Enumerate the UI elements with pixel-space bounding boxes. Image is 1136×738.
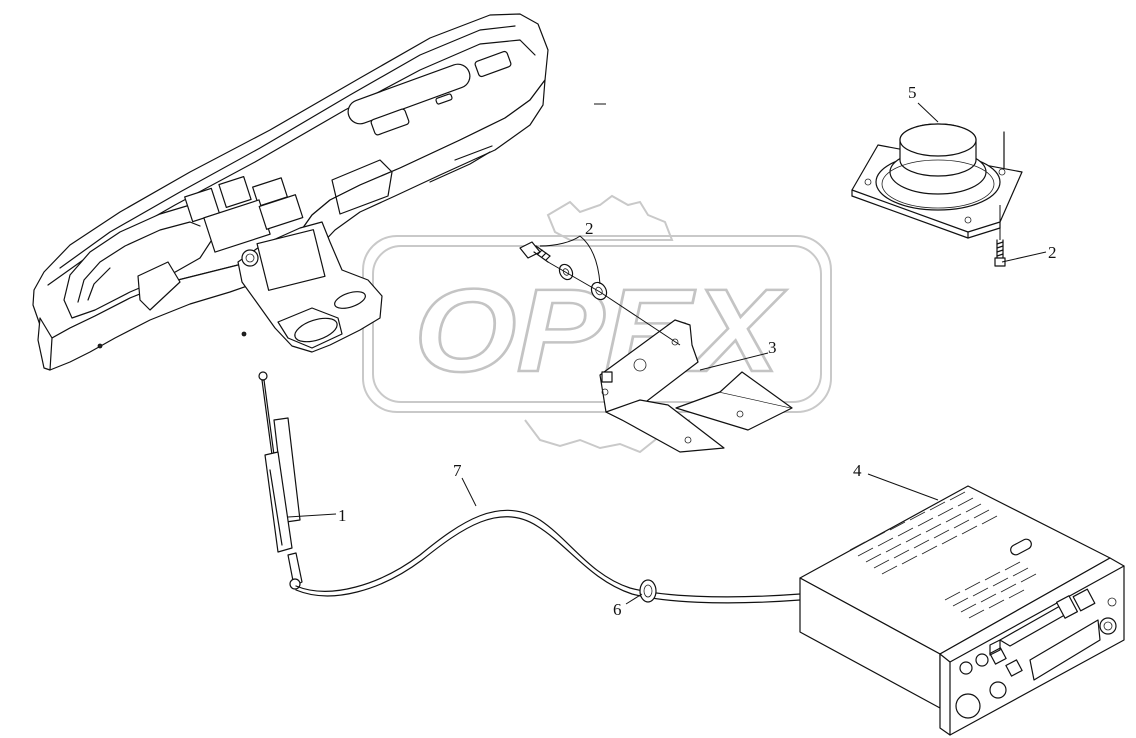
callout-2-screw: 2 (1048, 243, 1057, 262)
antenna-cable (295, 509, 801, 604)
mounting-bracket (599, 319, 793, 453)
callout-3: 3 (768, 338, 777, 357)
leader-lines (287, 102, 1047, 605)
callout-2-bolt: 2 (585, 219, 594, 238)
callout-1: 1 (338, 506, 347, 525)
vent-slots (849, 491, 1037, 619)
speaker-unit (851, 123, 1023, 267)
antenna-assembly (258, 371, 303, 590)
callout-5: 5 (908, 83, 917, 102)
callout-6: 6 (613, 600, 622, 619)
callout-labels: 1 2 2 3 4 5 6 7 (338, 83, 1057, 619)
callout-4: 4 (853, 461, 862, 480)
callout-7: 7 (453, 461, 462, 480)
bolt-washer-set (519, 241, 681, 346)
radio-cassette-unit (799, 485, 1125, 736)
grommet-part (639, 579, 657, 603)
instrument-panel (32, 13, 549, 371)
